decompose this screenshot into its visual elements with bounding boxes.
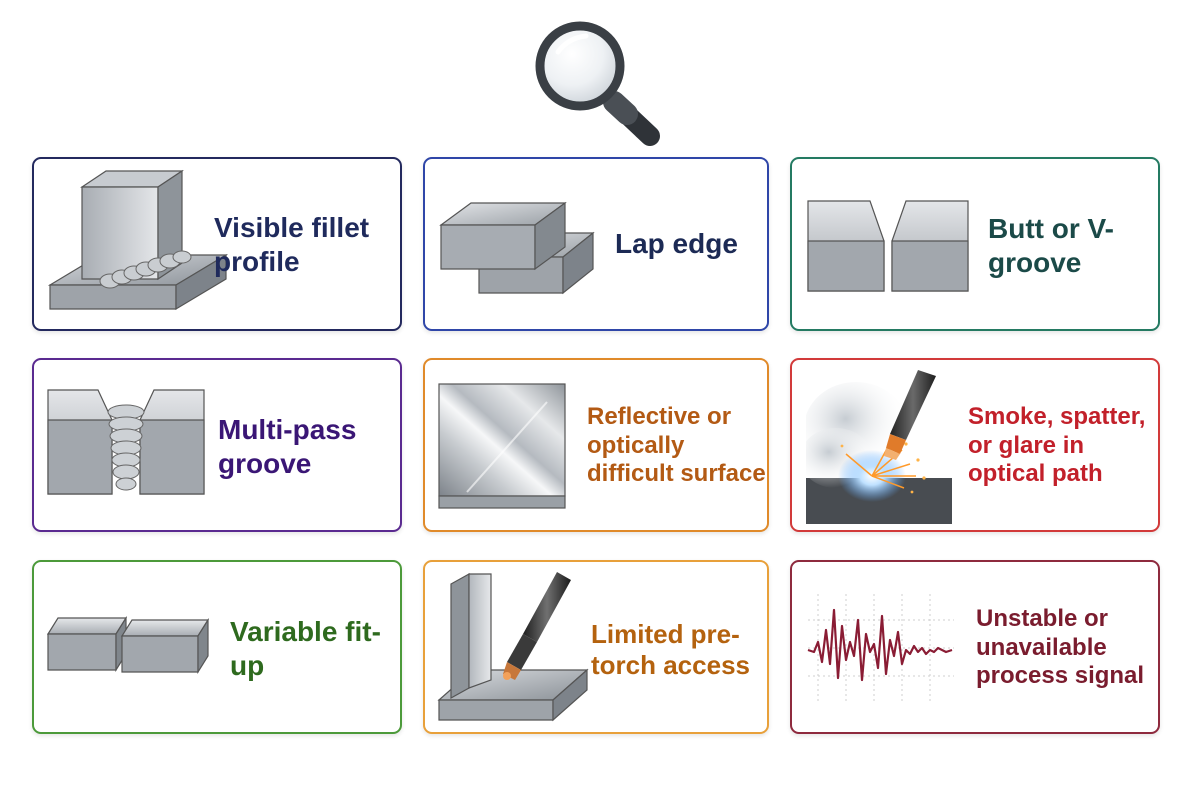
lap-joint-icon [439,201,595,295]
variable-fitup-icon [46,615,210,674]
card-label: Reflective or optically difficult surfac… [587,402,766,488]
card-label: Lap edge [615,228,738,260]
process-signal-icon [807,594,954,702]
card-butt-v-groove: Butt or V-groove [790,157,1160,331]
card-limited-pre-torch-access: Limited pre-torch access [423,560,769,734]
card-unstable-process-signal: Unstable or unavailable process signal [790,560,1160,734]
butt-joint-icon [807,200,969,292]
card-label: Butt or V-groove [988,213,1114,278]
card-label: Variable fit-up [230,616,381,681]
card-lap-edge: Lap edge [423,157,769,331]
magnifying-glass-icon [535,21,660,146]
multipass-groove-icon [47,389,205,495]
card-visible-fillet-profile: Visible fillet profile [32,157,402,331]
card-label: Unstable or unavailable process signal [976,604,1145,690]
fillet-joint-icon [48,169,228,311]
card-reflective-surface: Reflective or optically difficult surfac… [423,358,769,532]
card-multi-pass-groove: Multi-pass groove [32,358,402,532]
card-label: Multi-pass groove [218,414,357,479]
reflective-plate-icon [438,383,566,509]
card-label: Limited pre-torch access [591,618,750,680]
card-smoke-spatter-glare: Smoke, spatter, or glare in optical path [790,358,1160,532]
card-label: Visible fillet profile [214,212,370,277]
welding-smoke-icon [806,370,952,524]
torch-access-icon [437,572,589,722]
card-label: Smoke, spatter, or glare in optical path [968,402,1146,488]
card-variable-fit-up: Variable fit-up [32,560,402,734]
